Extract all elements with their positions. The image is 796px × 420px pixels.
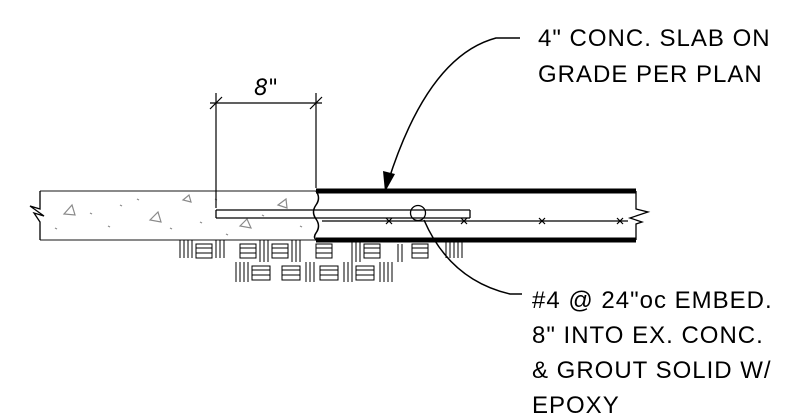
existing-concrete-slab (40, 190, 316, 241)
rebar-x-marks (385, 217, 624, 225)
slab-note-line-1: 4" CONC. SLAB ON (538, 25, 771, 52)
subgrade-hatch (179, 240, 463, 282)
left-break-line (29, 191, 45, 240)
dowel-note-line-4: EPOXY (532, 392, 620, 419)
rebar-callout-circle (409, 204, 427, 222)
construction-joint (312, 190, 320, 241)
dimension-8in (209, 93, 323, 208)
right-break-line (627, 191, 651, 240)
dimension-label: 8" (254, 76, 278, 101)
slab-note-line-2: GRADE PER PLAN (538, 61, 763, 88)
slab-leader (387, 37, 520, 183)
dowel-note-line-2: 8" INTO EX. CONC. (532, 322, 764, 349)
dowel-note-line-3: & GROUT SOLID W/ (532, 357, 772, 384)
dowel-note-line-1: #4 @ 24"oc EMBED. (532, 287, 773, 314)
new-slab (316, 188, 636, 243)
concrete-hatch (54, 193, 303, 236)
dowel-leader (423, 219, 522, 295)
slab-leader-arrow (383, 171, 395, 192)
dowel-bar (215, 209, 471, 219)
